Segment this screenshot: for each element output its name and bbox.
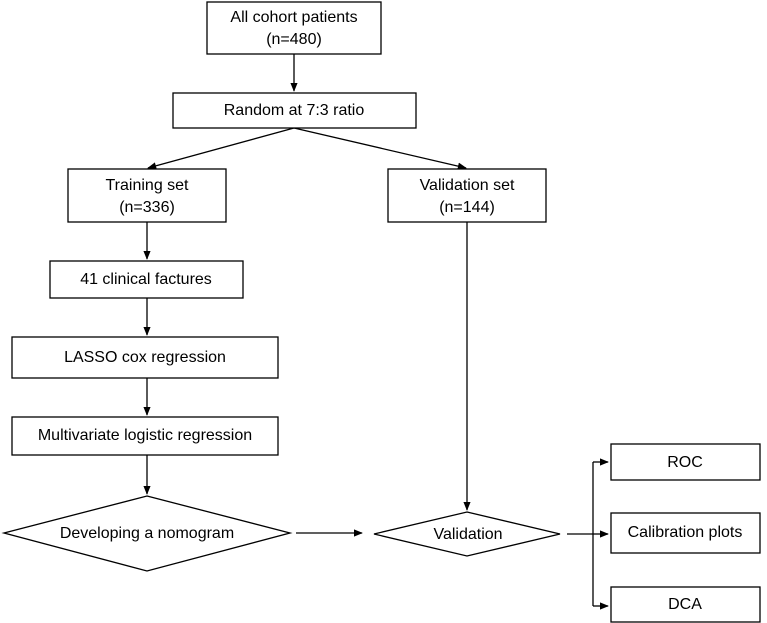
node-lasso-label: LASSO cox regression: [64, 349, 226, 366]
connectors: [143, 54, 609, 610]
node-all-cohort-line1: All cohort patients: [230, 9, 357, 26]
node-training-line1: Training set: [106, 177, 190, 194]
node-calibration: Calibration plots: [610, 512, 761, 554]
node-roc-box: [610, 443, 761, 481]
node-roc: ROC: [610, 443, 761, 481]
node-clinical-label: 41 clinical factures: [80, 271, 212, 288]
node-validation-set-box: [387, 168, 547, 223]
node-validation-label: Validation: [433, 526, 502, 543]
node-lasso-box: [11, 336, 279, 379]
node-lasso: LASSO cox regression: [11, 336, 279, 379]
node-nomogram: Developing a nomogram: [1, 495, 293, 572]
node-training-line2: (n=336): [119, 199, 175, 216]
node-dca-label: DCA: [668, 596, 702, 613]
node-validation-set-line2: (n=144): [439, 199, 495, 216]
node-validation-set-line1: Validation set: [420, 177, 515, 194]
node-training: Training set (n=336): [67, 168, 227, 223]
arrow-random-to-validation-set: [293, 127, 467, 170]
node-multivariate-label: Multivariate logistic regression: [38, 427, 252, 444]
node-multivariate-box: [11, 416, 279, 456]
node-random: Random at 7:3 ratio: [172, 92, 417, 129]
node-clinical: 41 clinical factures: [49, 260, 244, 299]
node-validation-set: Validation set (n=144): [387, 168, 547, 223]
node-calibration-box: [610, 512, 761, 554]
node-nomogram-label: Developing a nomogram: [60, 525, 234, 542]
node-roc-label: ROC: [667, 454, 703, 471]
node-calibration-label: Calibration plots: [628, 524, 743, 541]
node-multivariate: Multivariate logistic regression: [11, 416, 279, 456]
node-validation-diamond: [373, 511, 561, 557]
node-all-cohort: All cohort patients (n=480): [206, 1, 382, 55]
node-all-cohort-box: [206, 1, 382, 55]
node-training-box: [67, 168, 227, 223]
node-dca-box: [610, 586, 761, 623]
node-nomogram-diamond: [1, 495, 293, 572]
node-all-cohort-line2: (n=480): [266, 31, 322, 48]
node-validation: Validation: [373, 511, 561, 557]
node-random-label: Random at 7:3 ratio: [224, 102, 365, 119]
arrow-random-to-training: [147, 127, 295, 170]
node-dca: DCA: [610, 586, 761, 623]
node-random-box: [172, 92, 417, 129]
node-clinical-box: [49, 260, 244, 299]
